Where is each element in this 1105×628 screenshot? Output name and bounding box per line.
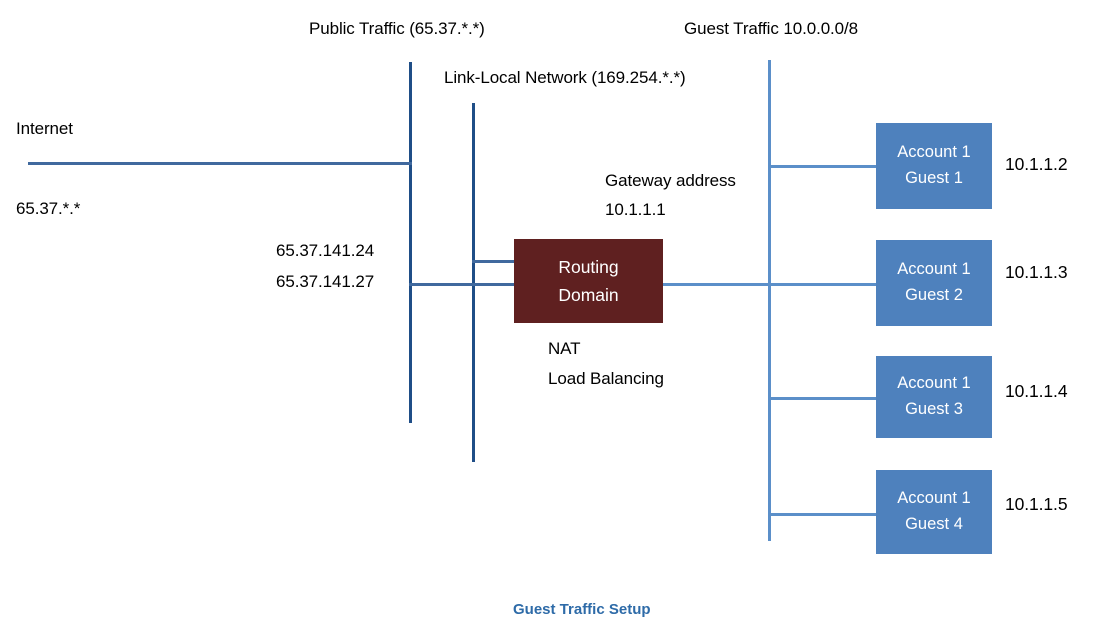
guest-1-account-label: Account 1: [897, 143, 971, 162]
guest-2-ip-label: 10.1.1.3: [1005, 262, 1068, 282]
guest-box-1[interactable]: Account 1 Guest 1: [876, 123, 992, 209]
link-local-bus-line: [472, 103, 475, 462]
router-to-guest-bus-line: [661, 283, 771, 286]
guest-2-account-label: Account 1: [897, 260, 971, 279]
guest-4-ip-label: 10.1.1.5: [1005, 494, 1068, 514]
internet-subnet-label: 65.37.*.*: [16, 199, 81, 218]
guest-4-account-label: Account 1: [897, 489, 971, 508]
public-traffic-bus-line: [409, 62, 412, 423]
public-ip-2-label: 65.37.141.27: [276, 272, 375, 291]
link-local-to-router-line: [472, 260, 518, 263]
guest-box-2[interactable]: Account 1 Guest 2: [876, 240, 992, 326]
diagram-caption: Guest Traffic Setup: [513, 601, 651, 618]
guest-traffic-label: Guest Traffic 10.0.0.0/8: [684, 19, 859, 38]
gateway-address-value: 10.1.1.1: [605, 200, 666, 219]
routing-domain-line-1: Routing: [558, 257, 619, 277]
guest-2-name-label: Guest 2: [905, 286, 963, 304]
guest-2-branch-line: [768, 283, 878, 286]
guest-1-ip-label: 10.1.1.2: [1005, 154, 1068, 174]
guest-4-branch-line: [768, 513, 878, 516]
guest-3-ip-label: 10.1.1.4: [1005, 381, 1068, 401]
public-to-router-line: [409, 283, 518, 286]
gateway-address-label: Gateway address: [605, 171, 736, 190]
public-ip-1-label: 65.37.141.24: [276, 241, 375, 260]
guest-3-name-label: Guest 3: [905, 400, 963, 418]
guest-1-name-label: Guest 1: [905, 169, 963, 187]
routing-domain-box[interactable]: Routing Domain: [514, 239, 663, 323]
guest-traffic-bus-line: [768, 60, 771, 541]
guest-3-account-label: Account 1: [897, 374, 971, 393]
guest-box-3[interactable]: Account 1 Guest 3: [876, 356, 992, 438]
router-function-load-balancing-label: Load Balancing: [548, 369, 664, 388]
link-local-network-label: Link-Local Network (169.254.*.*): [444, 68, 686, 87]
routing-domain-line-2: Domain: [558, 285, 619, 305]
guest-box-4[interactable]: Account 1 Guest 4: [876, 470, 992, 554]
guest-4-name-label: Guest 4: [905, 515, 963, 533]
guest-1-branch-line: [768, 165, 878, 168]
guest-3-branch-line: [768, 397, 878, 400]
internet-link-line: [28, 162, 412, 165]
public-traffic-label: Public Traffic (65.37.*.*): [309, 19, 485, 38]
internet-label: Internet: [16, 119, 73, 138]
router-function-nat-label: NAT: [548, 339, 581, 358]
